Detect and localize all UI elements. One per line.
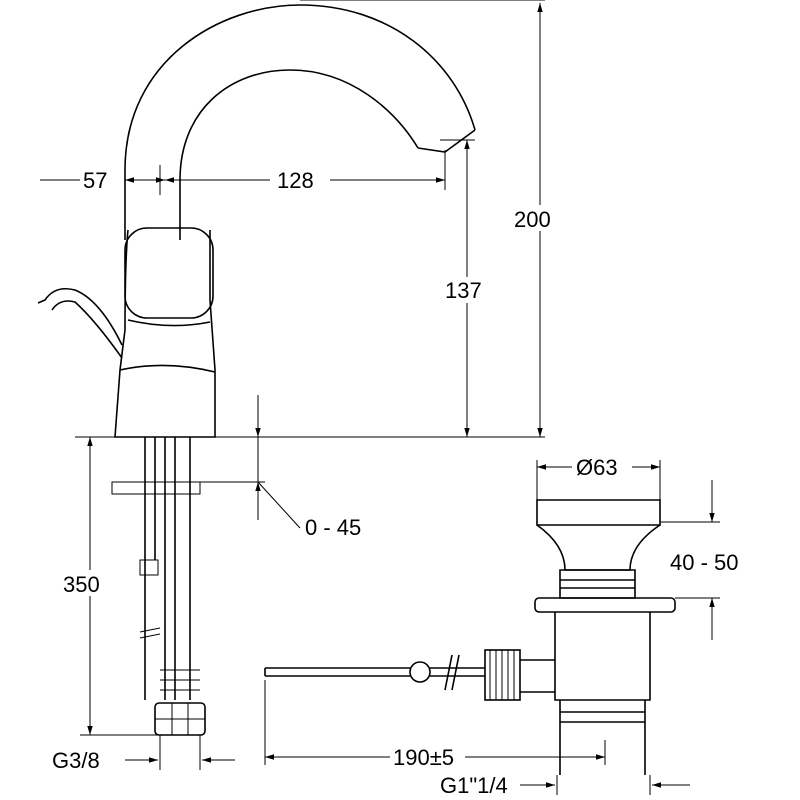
dim-d63-label: Ø63 [576,455,618,480]
pop-up-waste [264,499,676,775]
dim-40-50-label: 40 - 50 [670,550,739,575]
dim-g3-8-label: G3/8 [52,748,100,773]
spout-outer [124,4,476,240]
supply-hoses [111,437,206,736]
ball-joint [409,661,431,683]
spout-inner [179,69,419,240]
dim-190-label: 190±5 [393,745,454,770]
spout-tip [417,129,476,153]
pop-up-lever [37,287,123,359]
faucet-body [114,229,216,438]
dim-57-label: 57 [83,168,107,193]
lever-body [119,319,216,373]
faucet [37,4,476,438]
dim-128-label: 128 [277,168,314,193]
dim-137-label: 137 [445,278,482,303]
dim-0-45-label: 0 - 45 [305,515,361,540]
dim-200-label: 200 [514,207,551,232]
dim-g1-1-4-label: G1"1/4 [440,773,508,798]
dim-350-label: 350 [63,572,100,597]
lever-handle [124,227,214,319]
